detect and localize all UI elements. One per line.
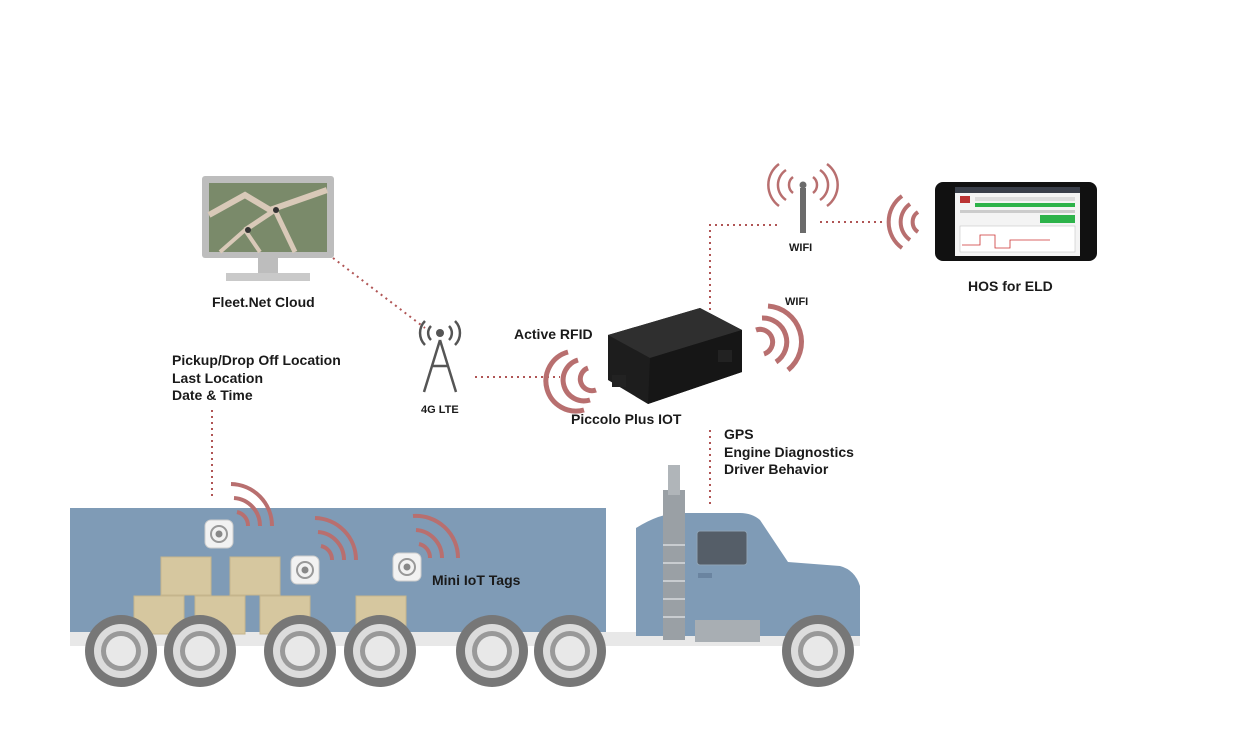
device-label: Piccolo Plus IOT — [571, 411, 682, 427]
truck-cab — [636, 465, 860, 642]
phone-signal-icon — [886, 194, 920, 250]
rfid-label: Active RFID — [514, 326, 593, 342]
device-info-item: GPS — [724, 426, 754, 442]
tag-info-item: Last Location — [172, 369, 264, 386]
line-cloud-to-lte — [332, 257, 426, 329]
cloud-label: Fleet.Net Cloud — [212, 294, 315, 310]
connector-lines — [211, 221, 885, 505]
wifi-tower-icon — [767, 162, 839, 233]
tag-info-list: Pickup/Drop Off Location Last Location D… — [172, 352, 341, 405]
tag-info-item: Date & Time — [172, 387, 253, 403]
tag-signal-icons — [230, 482, 461, 561]
iot-tag-icons — [204, 519, 422, 585]
device-info-list: GPS Engine Diagnostics Driver Behavior — [724, 426, 854, 479]
line-device-to-wifi — [709, 224, 780, 310]
tag-info-item: Pickup/Drop Off Location — [172, 352, 341, 368]
lte-label: 4G LTE — [421, 404, 459, 416]
device-info-item: Engine Diagnostics — [724, 443, 854, 460]
wifi-tower-label: WIFI — [789, 242, 813, 254]
wheels — [85, 615, 854, 687]
lte-tower-icon — [418, 320, 462, 393]
device-icon — [608, 308, 742, 404]
device-info-item: Driver Behavior — [724, 461, 829, 477]
hos-label: HOS for ELD — [968, 278, 1053, 294]
device-signal-icon — [543, 303, 804, 414]
wifi-device-label: WIFI — [785, 296, 809, 308]
phone-icon — [935, 182, 1097, 261]
monitor-icon — [202, 176, 334, 281]
tags-label: Mini IoT Tags — [432, 572, 521, 588]
